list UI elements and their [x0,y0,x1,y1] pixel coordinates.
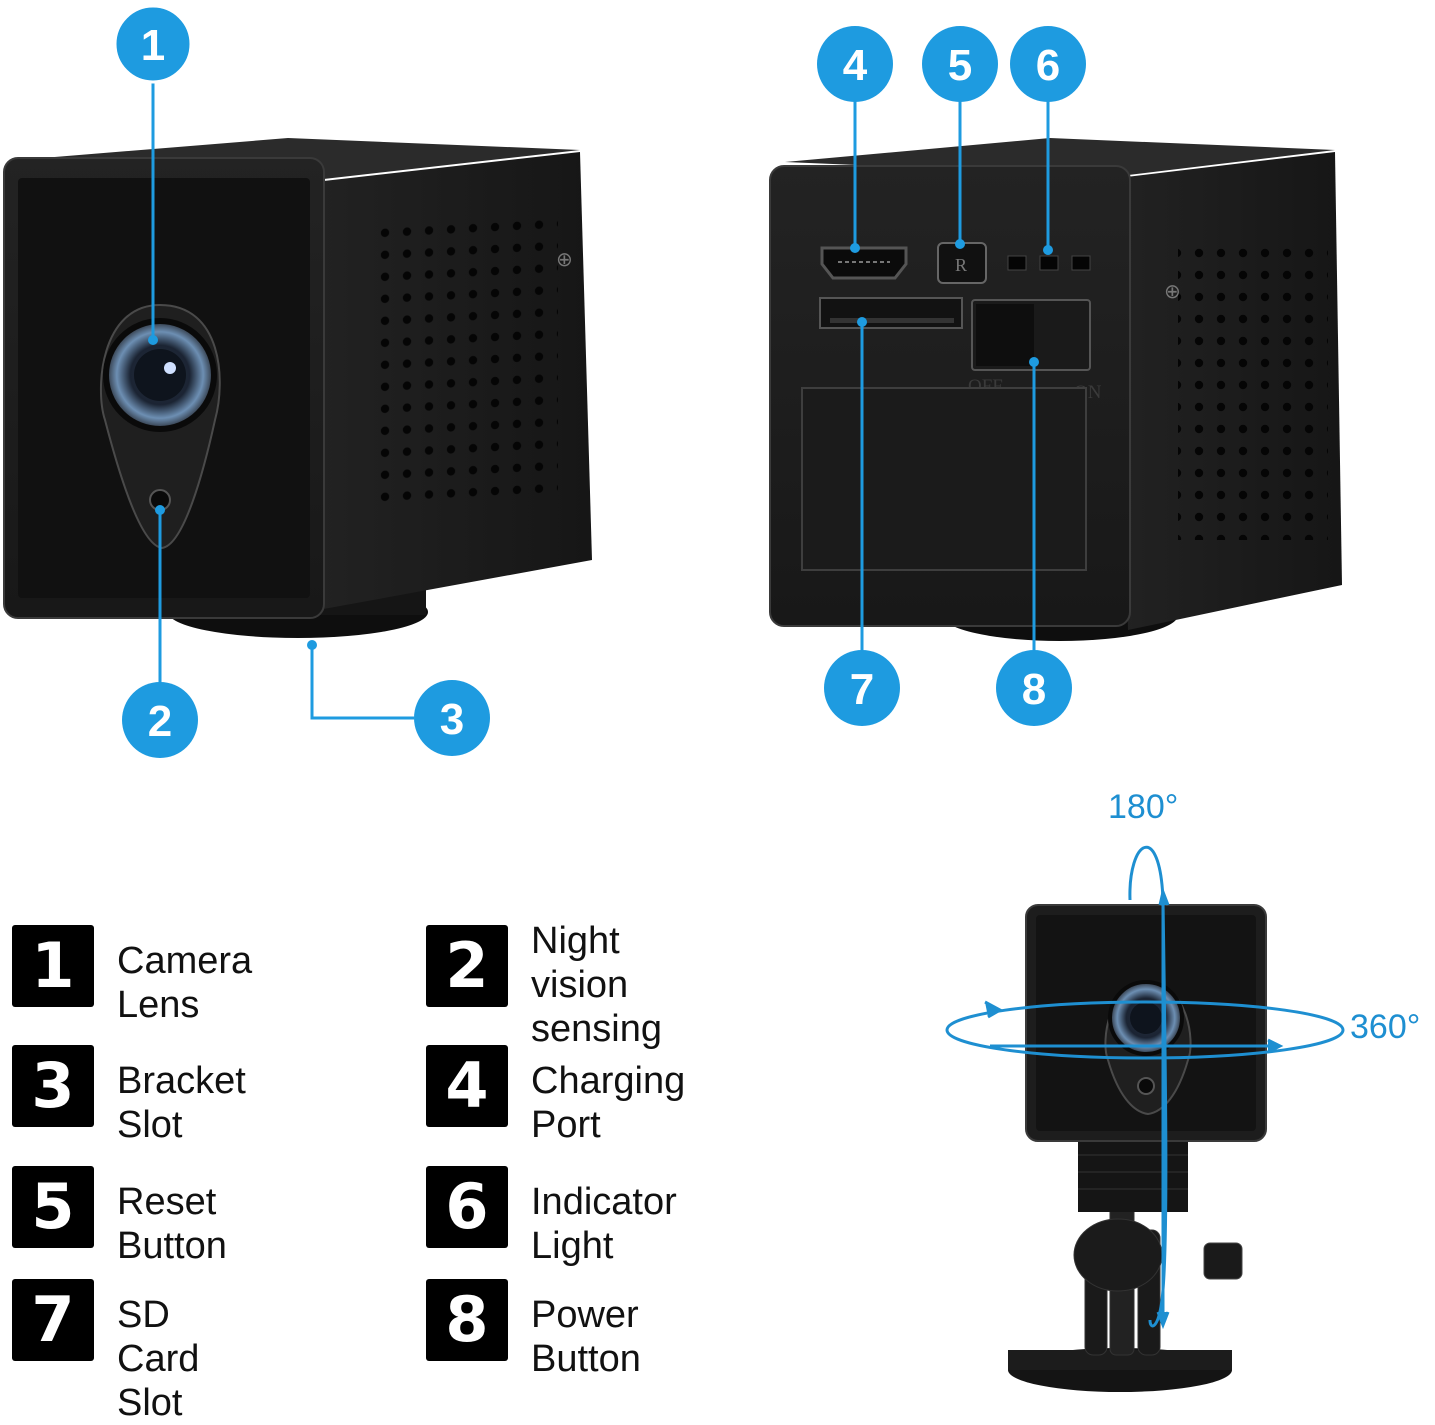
svg-text:1: 1 [141,21,165,70]
legend-number: 5 [12,1166,94,1248]
legend-number: 7 [12,1279,94,1361]
rotation-vertical-label: 180° [1108,788,1178,826]
camera-front-view: ⊕ [3,138,592,638]
callout-3: 3 [414,680,490,756]
callout-5: 5 [922,26,998,102]
svg-text:⊕: ⊕ [556,247,573,271]
legend-label: Night vision sensing [531,920,662,1050]
svg-text:7: 7 [850,665,874,714]
callout-8: 8 [996,650,1072,726]
charging-port-icon [820,246,908,280]
legend-label: Charging Port [531,1060,686,1146]
legend-label: Bracket Slot [117,1060,246,1146]
legend-number: 6 [426,1166,508,1248]
rotation-horizontal-label: 360° [1350,1008,1420,1046]
legend-label: Power Button [531,1294,641,1380]
reset-mark: R [955,255,967,275]
callout-4: 4 [817,26,893,102]
svg-text:5: 5 [948,41,972,90]
svg-text:2: 2 [148,697,172,746]
indicator-light-icon [1007,255,1091,271]
svg-text:4: 4 [843,41,868,90]
legend-label: SD Card Slot [117,1294,200,1424]
rotation-arrows [945,846,1345,1330]
legend-label: Camera Lens [117,940,253,1026]
legend-number: 8 [426,1279,508,1361]
callout-6: 6 [1010,26,1086,102]
legend-number: 2 [426,925,508,1007]
svg-text:6: 6 [1036,41,1060,90]
sd-card-slot-icon [819,297,963,329]
legend-label: Reset Button [117,1181,227,1267]
legend-number: 1 [12,925,94,1007]
svg-text:⊕: ⊕ [1164,279,1181,303]
legend-number: 3 [12,1045,94,1127]
svg-text:3: 3 [440,695,464,744]
callout-1: 1 [113,4,193,84]
legend-number: 4 [426,1045,508,1127]
camera-on-mount [1008,904,1267,1392]
svg-text:8: 8 [1022,665,1046,714]
camera-rear-view: ⊕ R OFF ON [769,138,1342,641]
callout-lines [151,76,1050,720]
callout-2: 2 [122,682,198,758]
callout-7: 7 [824,650,900,726]
legend-label: Indicator Light [531,1181,677,1267]
